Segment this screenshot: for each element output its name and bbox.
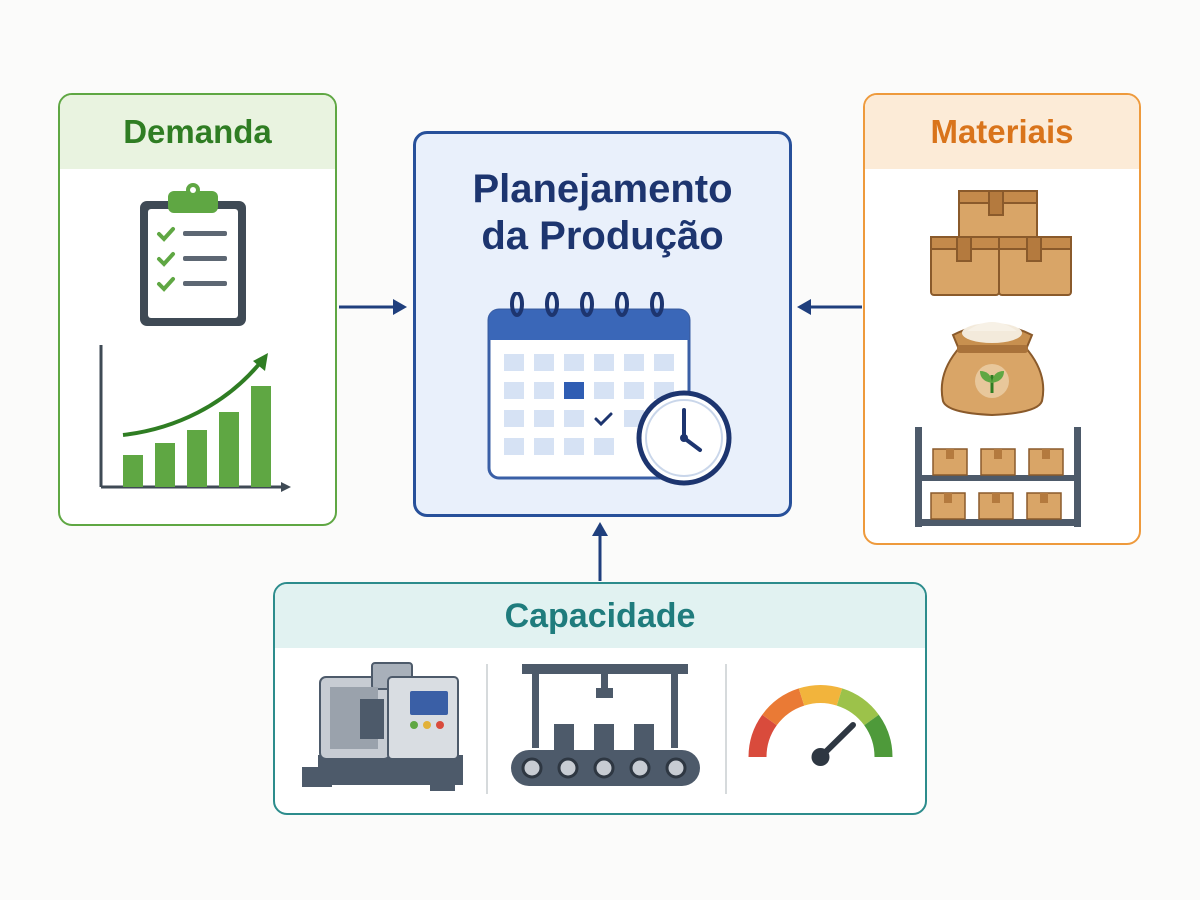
materiais-panel: Materiais (863, 93, 1141, 545)
demanda-panel: Demanda (58, 93, 337, 526)
arrow-demanda-to-planejamento (339, 299, 407, 315)
title-line-2: da Produção (481, 214, 724, 258)
capacidade-header: Capacidade (275, 584, 925, 648)
arrow-materiais-to-planejamento (797, 299, 862, 315)
planejamento-panel: Planejamento da Produção (413, 131, 792, 517)
demanda-header: Demanda (60, 95, 335, 169)
capacidade-divider-1 (486, 664, 488, 794)
gauge-icon (748, 685, 893, 766)
conveyor-belt-icon (511, 664, 700, 786)
title-line-1: Planejamento (472, 167, 733, 211)
growth-bar-chart-icon (99, 345, 291, 492)
clipboard-checklist-icon (140, 183, 246, 326)
cardboard-boxes-icon (930, 190, 1072, 296)
planejamento-title: Planejamento da Produção (416, 166, 789, 260)
materiais-header: Materiais (865, 95, 1139, 169)
cnc-machine-icon (302, 662, 463, 791)
capacidade-divider-2 (725, 664, 727, 794)
capacidade-panel: Capacidade (273, 582, 927, 815)
sack-icon (940, 322, 1045, 417)
arrow-capacidade-to-planejamento (592, 522, 608, 581)
storage-rack-icon (915, 427, 1081, 527)
calendar-clock-icon (487, 292, 732, 486)
